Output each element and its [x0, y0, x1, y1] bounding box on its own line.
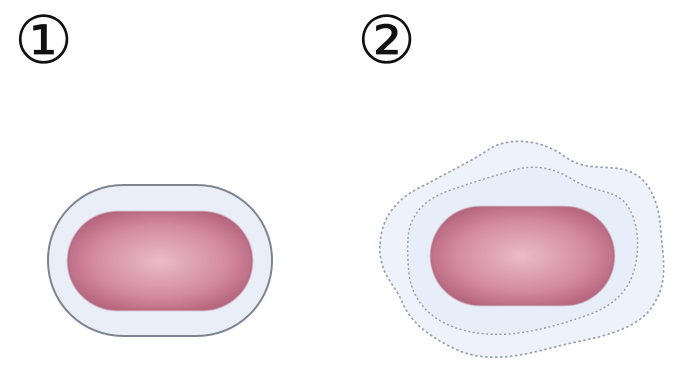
cell-diagram-2 — [380, 141, 664, 357]
cell-body-2 — [431, 207, 614, 305]
cell-body — [68, 212, 252, 310]
cell-diagram-1 — [48, 185, 272, 336]
